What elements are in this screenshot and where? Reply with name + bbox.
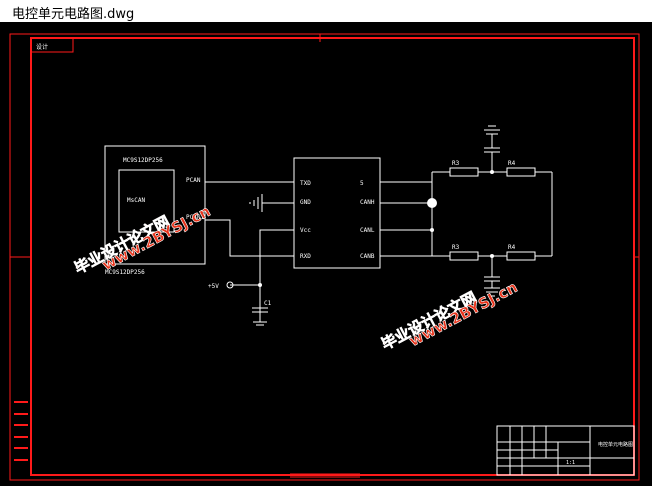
transceiver-block [293, 157, 381, 269]
junction-vcc [258, 283, 262, 287]
power-label: +5V [208, 283, 219, 290]
mcu-pin-rx: PCAN1 [186, 214, 204, 221]
pin-can3: CANB [360, 253, 375, 260]
capacitor-label: C1 [264, 300, 272, 307]
mcu-pin-tx: PCAN [186, 177, 201, 184]
title-block-scale: 1:1 [566, 460, 575, 466]
drawing-canvas[interactable]: 设计 MC9S12DP256 MsCAN PCAN PCAN1 MC9S12DP… [0, 22, 652, 486]
vcc-terminal [226, 281, 234, 289]
mcu-name-bottom: MC9S12DP256 [105, 269, 145, 276]
resistor-r4-top: R4 [508, 160, 516, 167]
termination-ground-top [484, 125, 500, 153]
mcu-block [104, 145, 206, 265]
termination-ground-bottom [484, 276, 500, 297]
pin-vcc: Vcc [300, 227, 311, 234]
pin-canh: CANH [360, 199, 375, 206]
drawing-frame [9, 33, 640, 481]
pin-rxd: RXD [300, 253, 311, 260]
pin-canl: CANL [360, 227, 375, 234]
title-block [496, 425, 635, 476]
resistor-r3-top: R3 [452, 160, 460, 167]
pin-txd: TXD [300, 180, 311, 187]
pin-gnd: GND [300, 199, 311, 206]
resistors [449, 167, 536, 261]
title-bar: 电控单元电路图.dwg [0, 0, 652, 23]
gnd-symbol [249, 194, 294, 212]
watermark-2: 毕业设计论文网 www.2BYSJ.cn [378, 278, 521, 354]
capacitor-c1 [252, 307, 268, 326]
file-title: 电控单元电路图.dwg [12, 7, 135, 22]
resistor-r3-bottom: R3 [452, 244, 460, 251]
mcu-name-top: MC9S12DP256 [123, 157, 163, 164]
frame-tag: 设计 [36, 43, 48, 51]
pin-5: 5 [360, 180, 364, 187]
junction-dots [427, 170, 494, 258]
title-block-name: 电控单元电路图 [598, 441, 633, 448]
mcu-inner-label: MsCAN [127, 197, 145, 204]
resistor-r4-bottom: R4 [508, 244, 516, 251]
